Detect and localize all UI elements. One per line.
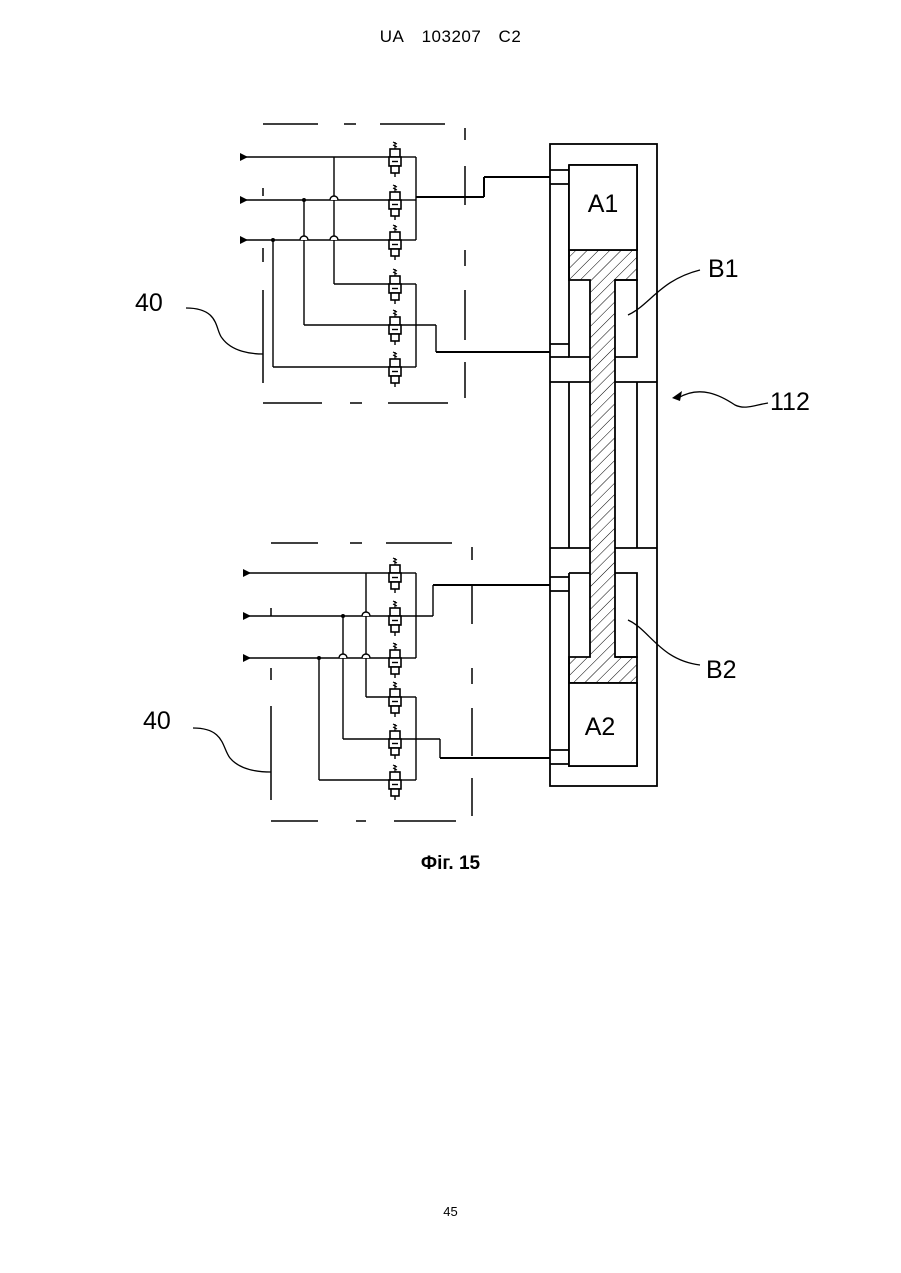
figure-caption: Фіг. 15 <box>0 853 901 875</box>
components-bottom <box>389 558 401 800</box>
label-a2: A2 <box>585 713 616 741</box>
label-40-bottom: 40 <box>143 707 171 735</box>
components-top <box>389 142 401 387</box>
label-b1: B1 <box>708 255 739 283</box>
label-b2: B2 <box>706 656 737 684</box>
arrow-112-icon <box>672 391 682 401</box>
hatched-core <box>569 250 637 683</box>
label-a1: A1 <box>588 190 619 218</box>
label-112: 112 <box>770 388 810 416</box>
label-40-top: 40 <box>135 289 163 317</box>
page-number: 45 <box>0 1204 901 1219</box>
